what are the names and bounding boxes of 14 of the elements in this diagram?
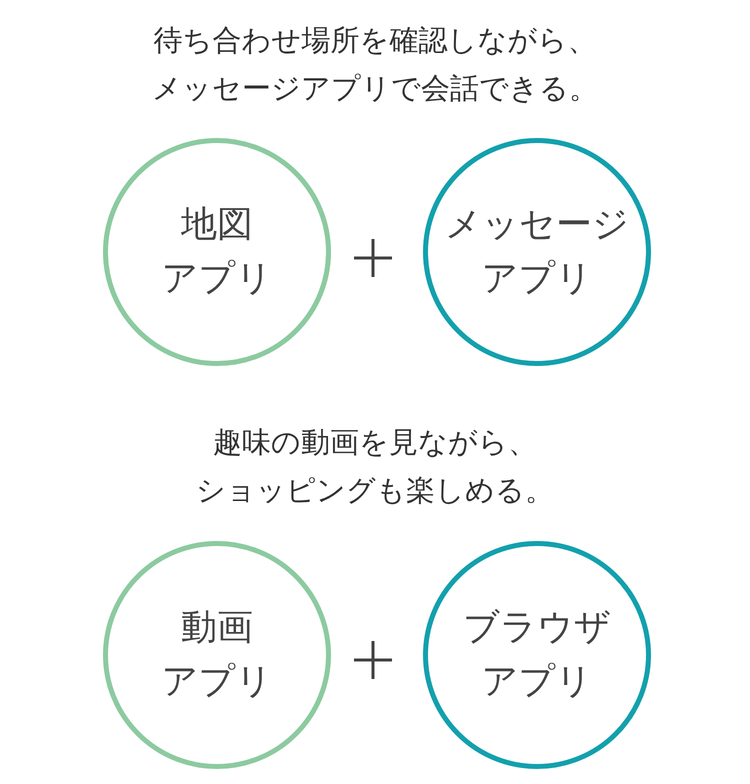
app-label: アプリ	[482, 257, 592, 301]
app-label: アプリ	[162, 660, 272, 704]
app-circle	[103, 541, 331, 769]
heading-text: 待ち合わせ場所を確認しながら、メッセージアプリで会話できる。	[151, 22, 599, 107]
app-label: アプリ	[162, 257, 272, 301]
app-label: メッセージ	[445, 203, 629, 247]
app-label: 地図	[181, 203, 253, 247]
app-circle	[423, 541, 651, 769]
app-label: アプリ	[482, 660, 592, 704]
app-circle	[423, 138, 651, 366]
app-label: 動画	[181, 606, 253, 650]
app-circle	[103, 138, 331, 366]
app-label: ブラウザ	[463, 606, 611, 650]
heading-text: 趣味の動画を見ながら、ショッピングも楽しめる。	[195, 424, 555, 509]
